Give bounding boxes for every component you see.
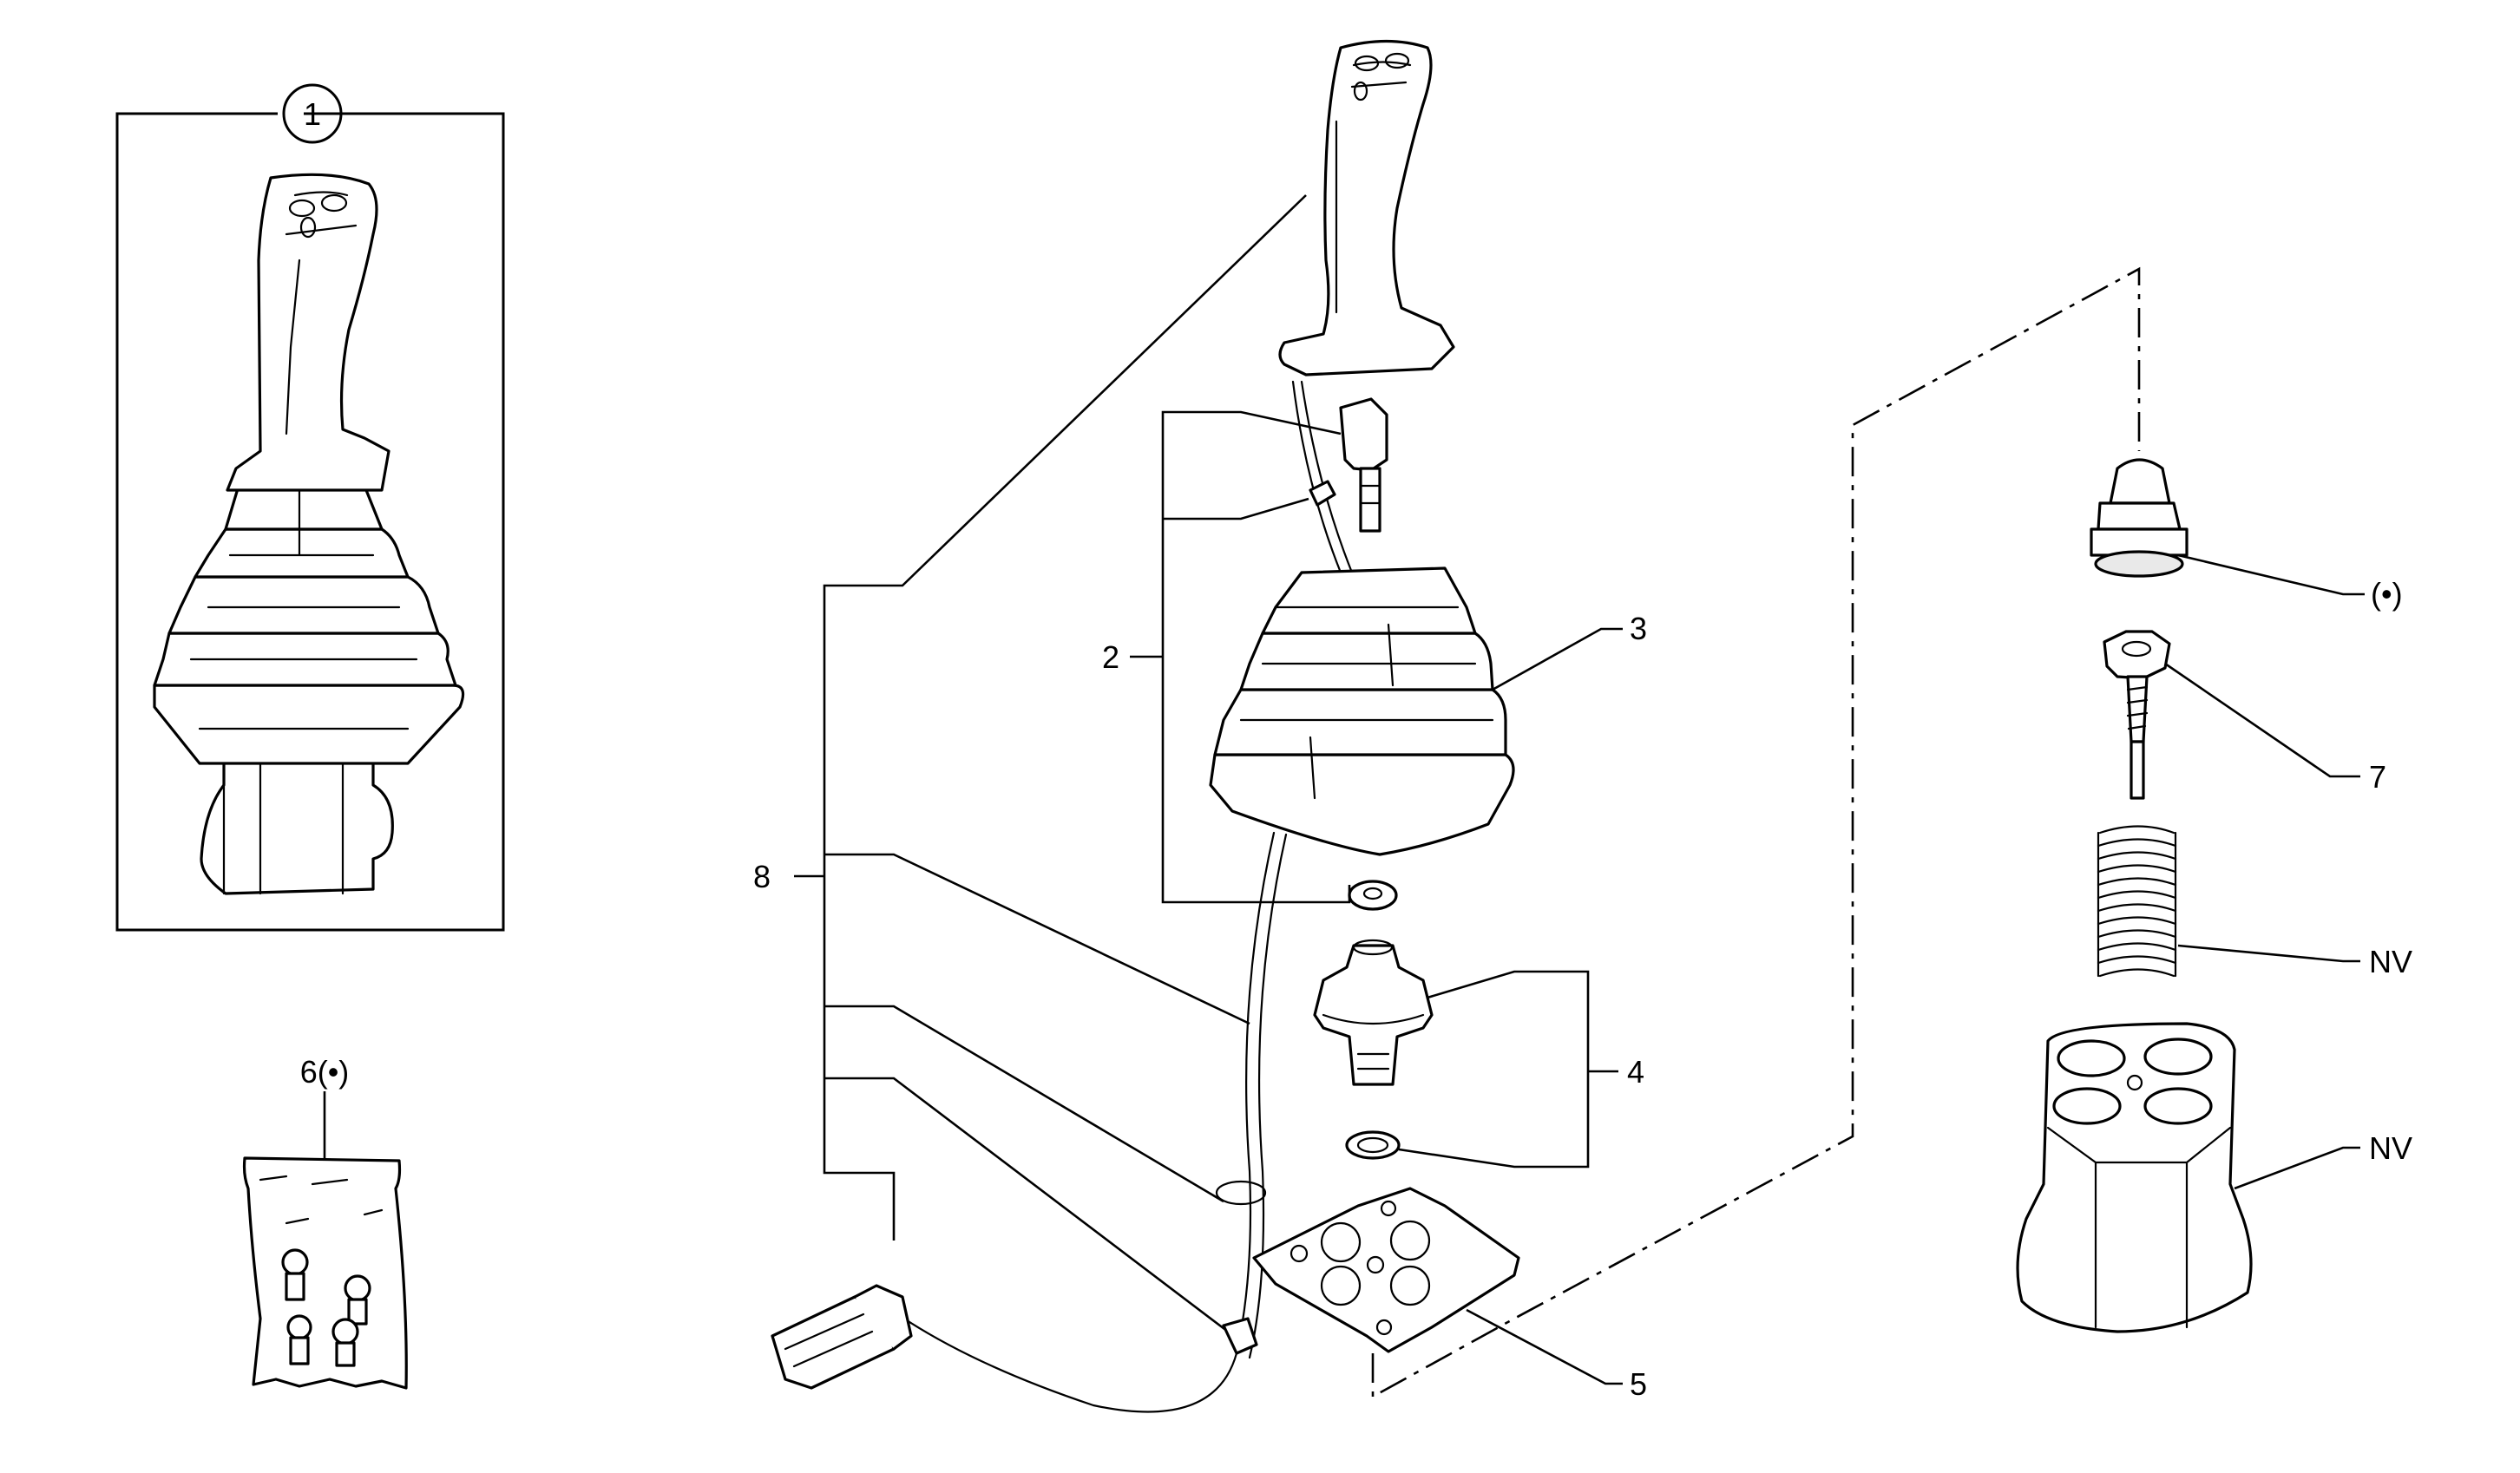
nut <box>1348 880 1398 911</box>
callout-4-bracket: 4 <box>1398 970 1644 1169</box>
spring <box>2097 825 2177 978</box>
handle-grip <box>1278 39 1455 376</box>
bag-plunger-parts <box>281 1248 371 1367</box>
washer <box>1345 1130 1401 1160</box>
nv-body-label: NV <box>2369 1130 2412 1166</box>
callout-3: 3 <box>1630 611 1647 646</box>
grip-adapter <box>1309 397 1388 533</box>
plunger-7 <box>2103 630 2171 800</box>
wiring-harness <box>771 380 1354 1413</box>
mounting-plate <box>1252 1187 1520 1353</box>
pivot-assembly <box>1313 939 1434 1086</box>
bullet-seal-label: (•) <box>2371 576 2403 612</box>
rubber-boot <box>1209 566 1515 856</box>
electrical-connector <box>771 1284 913 1390</box>
cable-sleeve <box>1222 1317 1258 1355</box>
bullet-seal-leader <box>2177 553 2365 596</box>
nv-spring-label: NV <box>2369 944 2412 979</box>
callout-1: 1 <box>304 96 321 132</box>
callout-2: 2 <box>1102 639 1119 675</box>
joystick-assembly-box: 1 <box>115 83 505 932</box>
nv-spring-leader <box>2177 944 2360 963</box>
projection-line <box>1371 266 2141 1399</box>
callout-3-leader <box>1492 627 1623 691</box>
roll-pin <box>1309 480 1336 507</box>
spare-parts-bag: 6(•) <box>242 1054 408 1390</box>
plunger-seal <box>2090 458 2189 578</box>
callout-1-circle <box>282 83 343 144</box>
callout-7-leader <box>2164 662 2360 778</box>
callout-5-leader <box>1466 1308 1623 1385</box>
valve-body <box>2016 1022 2253 1333</box>
callout-8: 8 <box>753 859 771 894</box>
callout-5: 5 <box>1630 1366 1647 1402</box>
callout-6: 6(•) <box>300 1054 350 1090</box>
callout-8-bracket: 8 <box>753 194 1307 1333</box>
callout-4: 4 <box>1627 1054 1644 1090</box>
nv-body-leader <box>2234 1146 2360 1190</box>
cable-clip <box>1215 1180 1267 1206</box>
joystick-assembly-drawing <box>153 173 465 895</box>
callout-7: 7 <box>2369 759 2386 795</box>
